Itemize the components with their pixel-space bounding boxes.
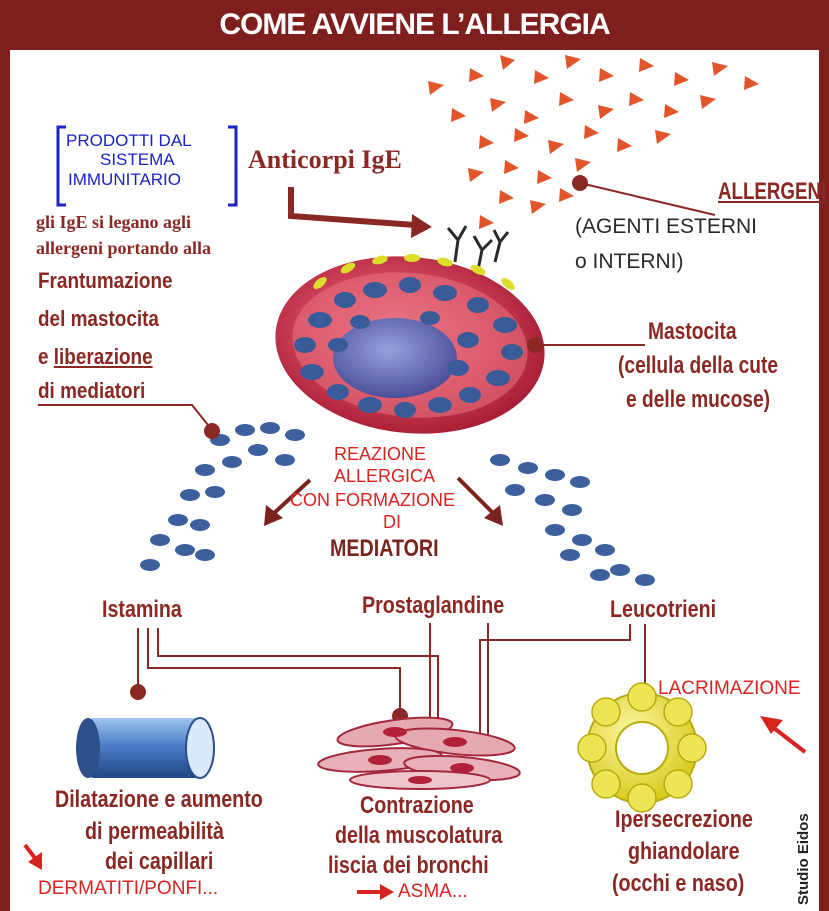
muscle-cells-illustration (317, 716, 521, 790)
mediator-histamine: Istamina (102, 596, 182, 623)
gland-illustration (577, 682, 707, 813)
bronchi-note: ASMA... (398, 881, 468, 902)
mast-cell (275, 254, 545, 434)
reaction-line1: REAZIONE (334, 444, 427, 464)
reaction-arrows (264, 476, 503, 526)
cell-receptors (313, 254, 515, 290)
breakdown-line3-b: liberazione (53, 344, 153, 369)
breakdown-line3-a: e (38, 344, 54, 369)
page-title: COME AVVIENE L’ALLERGIA (219, 8, 610, 41)
immune-box-line1: PRODOTTI DAL (66, 131, 192, 150)
breakdown-line2: del mastocita (38, 306, 159, 331)
capillaries-line3: dei capillari (105, 848, 214, 875)
ige-label: Anticorpi IgE (248, 145, 402, 174)
mast-cell-label: Mastocita (648, 318, 737, 345)
reaction-line3: CON FORMAZIONE (290, 490, 455, 510)
ige-arrow (288, 187, 432, 238)
allergens-desc-line1: (AGENTI ESTERNI (575, 215, 758, 238)
left-border (0, 50, 10, 911)
immune-box-line3: IMMUNITARIO (68, 170, 182, 189)
allergens-label: ALLERGENI (718, 178, 827, 205)
breakdown-line4: di mediatori (38, 378, 146, 403)
glands-line1: Ipersecrezione (615, 806, 753, 833)
mast-cell-desc-line2: e delle mucose) (626, 386, 771, 413)
breakdown-line1: Frantumazione (38, 268, 173, 293)
released-mediators (140, 422, 655, 586)
glands-line3: (occhi e naso) (612, 870, 745, 897)
annotation-arrows (23, 716, 807, 900)
mediator-leukotrienes: Leucotrieni (610, 596, 717, 623)
bronchi-line2: della muscolatura (335, 822, 503, 849)
reaction-line2: ALLERGICA (334, 466, 436, 486)
allergen-particles (428, 55, 759, 229)
capillary-illustration (76, 717, 215, 779)
capillaries-line1: Dilatazione e aumento (55, 786, 263, 813)
mediator-prostaglandins: Prostaglandine (362, 592, 505, 619)
capillaries-line2: di permeabilità (85, 818, 224, 845)
breakdown-line3: e liberazione (38, 344, 153, 370)
bronchi-line3: liscia dei bronchi (328, 852, 489, 879)
cell-granules (294, 277, 523, 418)
mast-cell-desc-line1: (cellula della cute (618, 352, 779, 379)
immune-bracket (56, 125, 238, 207)
credit-label: Studio Eidos (795, 813, 812, 905)
capillaries-note: DERMATITI/PONFI... (38, 878, 219, 899)
ige-desc-line1: gli IgE si legano agli (36, 212, 192, 232)
ige-antibodies (446, 225, 510, 271)
ige-desc-line2: allergeni portando alla (36, 238, 211, 258)
bronchi-line1: Contrazione (360, 792, 474, 819)
glands-note: LACRIMAZIONE (658, 678, 801, 699)
allergens-desc-line2: o INTERNI) (575, 250, 684, 273)
glands-line2: ghiandolare (628, 838, 740, 865)
right-border (819, 50, 829, 911)
header-bar (0, 0, 829, 50)
reaction-line5: MEDIATORI (330, 535, 439, 562)
leader-lines (38, 182, 716, 748)
immune-box-line2: SISTEMA (100, 150, 175, 169)
reaction-line4: DI (383, 512, 401, 532)
